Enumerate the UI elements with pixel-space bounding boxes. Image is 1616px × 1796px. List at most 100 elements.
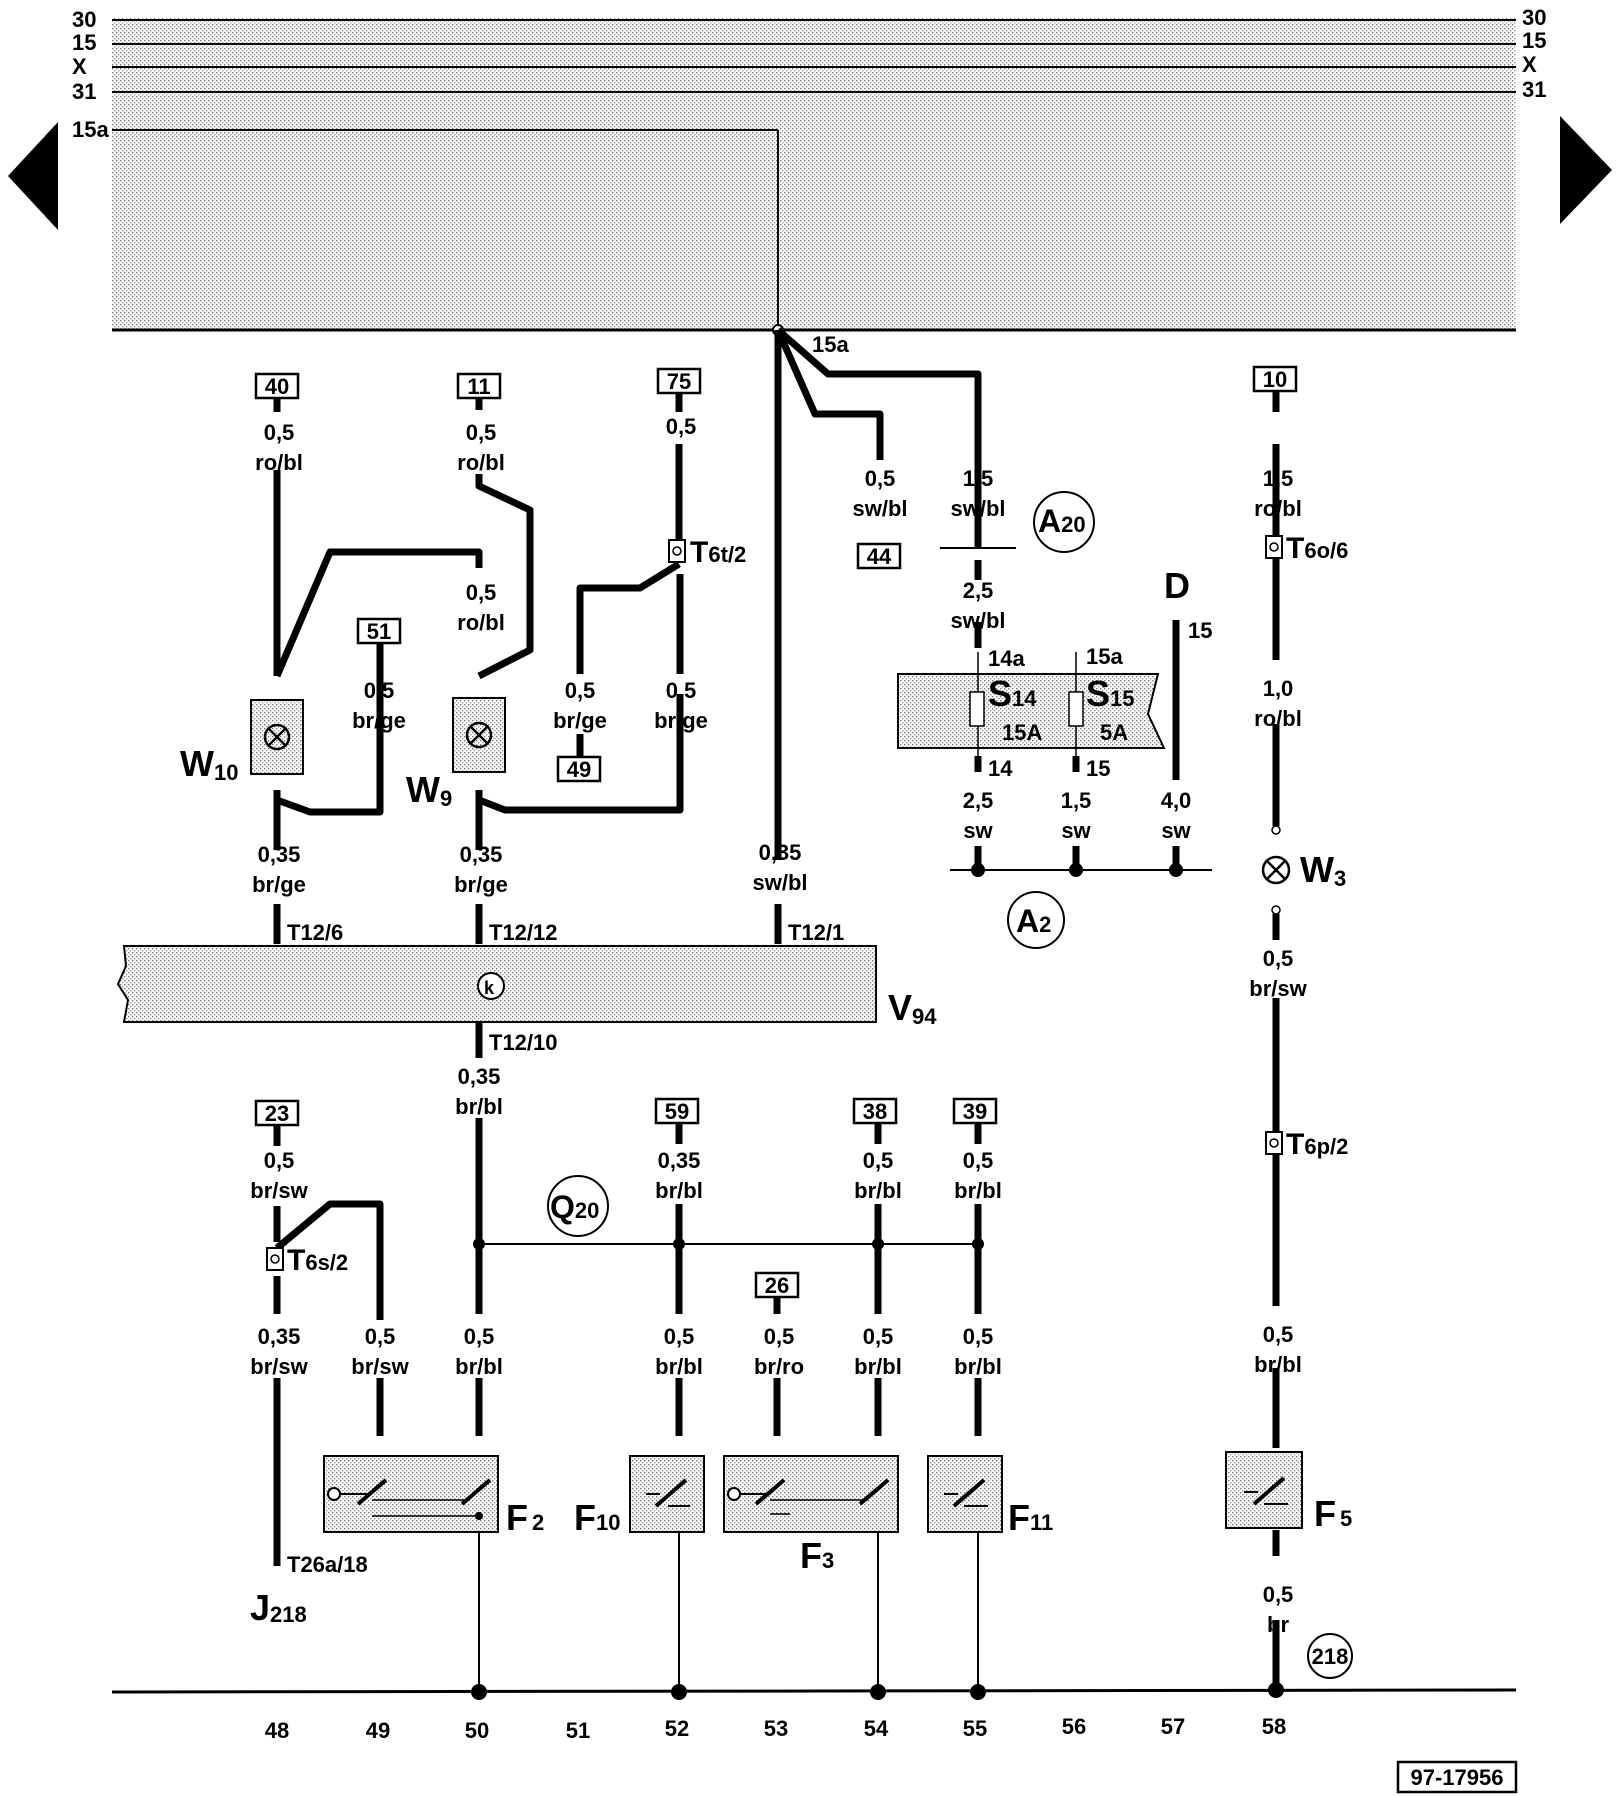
bus-label-x-right: X xyxy=(1522,52,1537,77)
svg-text:1,5: 1,5 xyxy=(1061,788,1092,813)
svg-text:0,5: 0,5 xyxy=(365,1324,396,1349)
svg-text:0,5: 0,5 xyxy=(264,1148,295,1173)
wire-label-w1: 0,5 ro/bl xyxy=(255,420,303,475)
svg-text:A2: A2 xyxy=(1016,903,1051,939)
switch-f2 xyxy=(323,1455,499,1533)
wire-label-w28: 0,5br/bl xyxy=(655,1324,703,1379)
switch-f10 xyxy=(629,1455,705,1533)
node xyxy=(1271,825,1281,835)
component-f11: F11 xyxy=(1008,1497,1053,1538)
svg-text:br/sw: br/sw xyxy=(250,1178,308,1203)
svg-text:sw: sw xyxy=(963,818,993,843)
svg-text:10: 10 xyxy=(1263,367,1287,392)
column-51: 51 xyxy=(566,1718,590,1743)
svg-text:br/ge: br/ge xyxy=(454,872,508,897)
ground-node xyxy=(471,1684,487,1700)
switch-f5 xyxy=(1225,1451,1303,1529)
column-54: 54 xyxy=(864,1716,889,1741)
wire-w10-to-51 xyxy=(275,643,384,816)
wire-label-w8: 0,5 br/ge xyxy=(553,678,607,733)
component-v94: V94 xyxy=(888,987,937,1029)
column-57: 57 xyxy=(1161,1714,1185,1739)
svg-text:75: 75 xyxy=(667,369,691,394)
pin-14a: 14a xyxy=(988,646,1025,671)
svg-text:0,5: 0,5 xyxy=(264,420,295,445)
pin-d-15: 15 xyxy=(1188,618,1212,643)
svg-text:Q20: Q20 xyxy=(550,1189,599,1225)
wire-label-w13: 4,0sw xyxy=(1161,788,1192,843)
component-w10: W10 xyxy=(180,743,238,785)
wire-label-w4: 0,5sw/bl xyxy=(852,466,907,521)
bus-label-15a-left: 15a xyxy=(72,117,109,142)
connector-23: 23 xyxy=(254,1099,300,1127)
connector-39: 39 xyxy=(952,1097,998,1125)
svg-text:ro/bl: ro/bl xyxy=(1254,706,1302,731)
svg-text:br/bl: br/bl xyxy=(1254,1352,1302,1377)
ground-node xyxy=(870,1684,886,1700)
svg-text:59: 59 xyxy=(665,1099,689,1124)
wire-label-w2: 0,5ro/bl xyxy=(457,420,505,475)
svg-text:sw: sw xyxy=(1161,818,1191,843)
bus-label-31-left: 31 xyxy=(72,79,96,104)
arrow-left-icon[interactable] xyxy=(8,122,58,230)
svg-text:ro/bl: ro/bl xyxy=(255,450,303,475)
svg-text:49: 49 xyxy=(567,757,591,782)
a2-node xyxy=(971,863,985,877)
svg-text:0,5: 0,5 xyxy=(565,678,596,703)
component-w9: W9 xyxy=(406,769,452,811)
svg-text:2,5: 2,5 xyxy=(963,788,994,813)
svg-text:0,35: 0,35 xyxy=(759,840,802,865)
reference-number: 97-17956 xyxy=(1396,1760,1518,1794)
svg-text:br/ge: br/ge xyxy=(553,708,607,733)
column-48: 48 xyxy=(265,1718,289,1743)
svg-text:0,5: 0,5 xyxy=(863,1324,894,1349)
plug-t6s2: T6s/2 xyxy=(266,1244,348,1277)
wire-label-w14: 1,5 ro/bl xyxy=(1254,466,1302,521)
wire-label-w27: 0,5br/bl xyxy=(455,1324,503,1379)
svg-text:sw/bl: sw/bl xyxy=(950,496,1005,521)
svg-text:26: 26 xyxy=(765,1273,789,1298)
svg-text:k: k xyxy=(484,978,495,998)
svg-text:0,5: 0,5 xyxy=(364,678,395,703)
bulb-w10 xyxy=(250,699,304,775)
wire-label-w30: 0,5br/bl xyxy=(854,1324,902,1379)
wire-label-w15: 1,0ro/bl xyxy=(1254,676,1302,731)
switch-f3 xyxy=(723,1455,899,1533)
svg-text:0,5: 0,5 xyxy=(1263,1582,1294,1607)
svg-text:0,35: 0,35 xyxy=(658,1148,701,1173)
wire-label-w10: 2,5sw/bl xyxy=(950,578,1005,633)
svg-text:0,5: 0,5 xyxy=(963,1324,994,1349)
wire-15a-to-44 xyxy=(774,328,884,460)
svg-text:br/bl: br/bl xyxy=(954,1178,1002,1203)
wire-label-w29: 0,5br/ro xyxy=(754,1324,804,1379)
wire-label-w3: 0,5 xyxy=(666,414,697,439)
wire-label-w5: 1,5 sw/bl xyxy=(950,466,1005,521)
a2-node xyxy=(1169,863,1183,877)
svg-text:br/sw: br/sw xyxy=(250,1354,308,1379)
ground-node xyxy=(671,1684,687,1700)
svg-text:0,5: 0,5 xyxy=(664,1324,695,1349)
arrow-right-icon[interactable] xyxy=(1560,116,1612,224)
svg-text:br/sw: br/sw xyxy=(351,1354,409,1379)
svg-text:1,5: 1,5 xyxy=(963,466,994,491)
svg-text:1,5: 1,5 xyxy=(1263,466,1294,491)
pin-t12-10: T12/10 xyxy=(489,1030,558,1055)
fuse-s15: S15 xyxy=(1086,673,1135,714)
bus-label-15-left: 15 xyxy=(72,30,96,55)
a2-node xyxy=(1069,863,1083,877)
svg-text:T6t/2: T6t/2 xyxy=(690,536,746,569)
svg-text:T6o/6: T6o/6 xyxy=(1286,532,1348,565)
bus-label-30-left: 30 xyxy=(72,7,96,32)
column-52: 52 xyxy=(665,1716,689,1741)
wire-label-w11: 2,5 sw xyxy=(963,788,994,843)
svg-text:br/ge: br/ge xyxy=(654,708,708,733)
pin-t12-6: T12/6 xyxy=(287,920,343,945)
svg-text:ro/bl: ro/bl xyxy=(1254,496,1302,521)
fuse-s14-rating: 15A xyxy=(1002,720,1042,745)
svg-text:218: 218 xyxy=(1312,1644,1349,1669)
svg-text:0,5: 0,5 xyxy=(963,1148,994,1173)
